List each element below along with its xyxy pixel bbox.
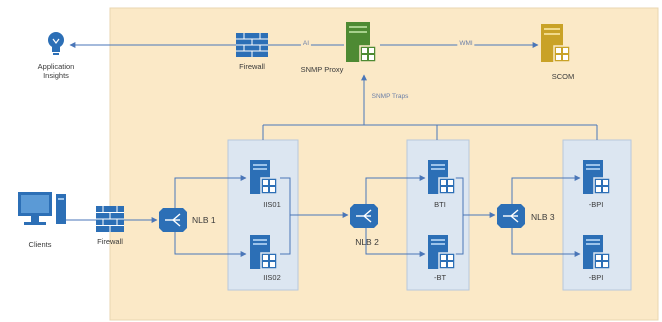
firewall-left-label: Firewall xyxy=(97,237,123,246)
bpi-bottom-label: -BPI xyxy=(588,273,604,282)
clients-label: Clients xyxy=(28,240,52,249)
bt-bottom-label: -BT xyxy=(433,273,447,282)
bt-top-server-icon xyxy=(428,160,456,195)
snmp-proxy-label: SNMP Proxy xyxy=(300,65,344,74)
nlb1-label: NLB 1 xyxy=(192,215,216,225)
iis02-server-icon xyxy=(250,235,278,270)
iis01-label: IIS01 xyxy=(263,200,281,209)
snmp-proxy-server-icon xyxy=(346,22,377,63)
nlb3-label: NLB 3 xyxy=(531,212,555,222)
firewall-top-icon xyxy=(236,33,268,57)
clients-computer-icon xyxy=(18,192,66,225)
connections xyxy=(58,42,598,257)
application-insights-icon xyxy=(48,32,64,55)
bpi-top-label: -BPI xyxy=(588,200,604,209)
nlb1-icon xyxy=(159,208,187,232)
scom-server-icon xyxy=(541,24,571,63)
scom-label: SCOM xyxy=(551,72,575,81)
iis01-server-icon xyxy=(250,160,278,195)
iis02-label: IIS02 xyxy=(263,273,281,282)
ai-edge-label: AI xyxy=(300,40,312,47)
bpi-top-server-icon xyxy=(583,160,611,195)
app-insights-label-line1: Application xyxy=(37,62,75,71)
bt-bottom-server-icon xyxy=(428,235,456,270)
bt-top-label: BTI xyxy=(434,200,446,209)
firewall-top-label: Firewall xyxy=(239,62,265,71)
bpi-bottom-server-icon xyxy=(583,235,611,270)
app-insights-label-line2: Insights xyxy=(43,71,69,80)
firewall-left-icon xyxy=(96,206,124,232)
nlb2-label: NLB 2 xyxy=(355,237,379,247)
snmp-traps-edge-label: SNMP Traps xyxy=(369,93,411,100)
wmi-edge-label: WMI xyxy=(457,40,475,47)
nlb2-icon xyxy=(350,204,378,228)
nlb3-icon xyxy=(497,204,525,228)
